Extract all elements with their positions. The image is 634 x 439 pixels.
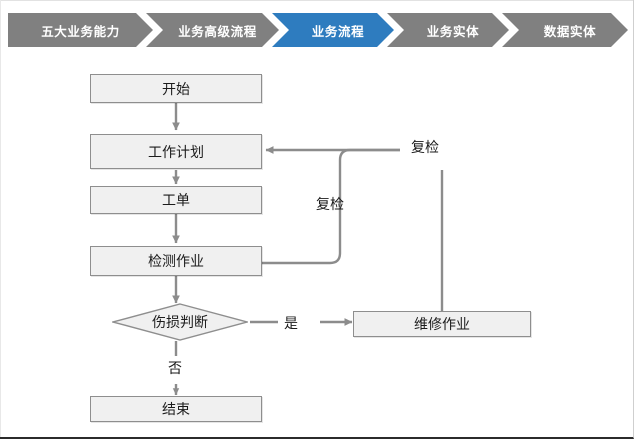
breadcrumb-step-3-label: 业务流程: [311, 24, 365, 39]
node-damage-decision-label: 伤损判断: [152, 314, 208, 330]
edge-label-yes: 是: [284, 315, 298, 331]
breadcrumb-step-5-label: 数据实体: [543, 24, 597, 39]
breadcrumb-step-5[interactable]: 数据实体: [502, 13, 628, 47]
breadcrumb-step-1-label: 五大业务能力: [41, 24, 120, 39]
node-work-order[interactable]: 工单: [90, 186, 262, 214]
breadcrumb-step-3[interactable]: 业务流程: [272, 13, 394, 47]
diamond-shape: [112, 303, 248, 341]
node-work-order-label: 工单: [162, 192, 190, 208]
breadcrumb-step-2-label: 业务高级流程: [178, 24, 257, 39]
edge-label-no: 否: [168, 360, 182, 376]
node-damage-decision[interactable]: 伤损判断: [112, 303, 248, 341]
node-work-plan[interactable]: 工作计划: [90, 134, 262, 169]
left-divider: [0, 0, 1, 437]
node-inspection[interactable]: 检测作业: [90, 246, 262, 276]
node-repair[interactable]: 维修作业: [353, 311, 531, 337]
node-end-label: 结束: [162, 401, 190, 417]
breadcrumb-step-4-label: 业务实体: [426, 24, 480, 39]
node-inspection-label: 检测作业: [148, 253, 204, 269]
node-start-label: 开始: [162, 80, 190, 97]
breadcrumb-step-2[interactable]: 业务高级流程: [146, 13, 279, 47]
node-end[interactable]: 结束: [90, 396, 262, 422]
breadcrumb: 五大业务能力 业务高级流程 业务流程 业务实体 数据实体: [8, 13, 628, 47]
breadcrumb-step-1[interactable]: 五大业务能力: [8, 13, 153, 47]
top-divider: [0, 0, 633, 1]
breadcrumb-step-4[interactable]: 业务实体: [387, 13, 509, 47]
node-work-plan-label: 工作计划: [148, 143, 204, 160]
edge-label-recheck-mid: 复检: [316, 196, 344, 212]
node-start[interactable]: 开始: [90, 74, 262, 103]
edge-label-recheck-top: 复检: [411, 139, 439, 155]
node-repair-label: 维修作业: [414, 316, 470, 332]
